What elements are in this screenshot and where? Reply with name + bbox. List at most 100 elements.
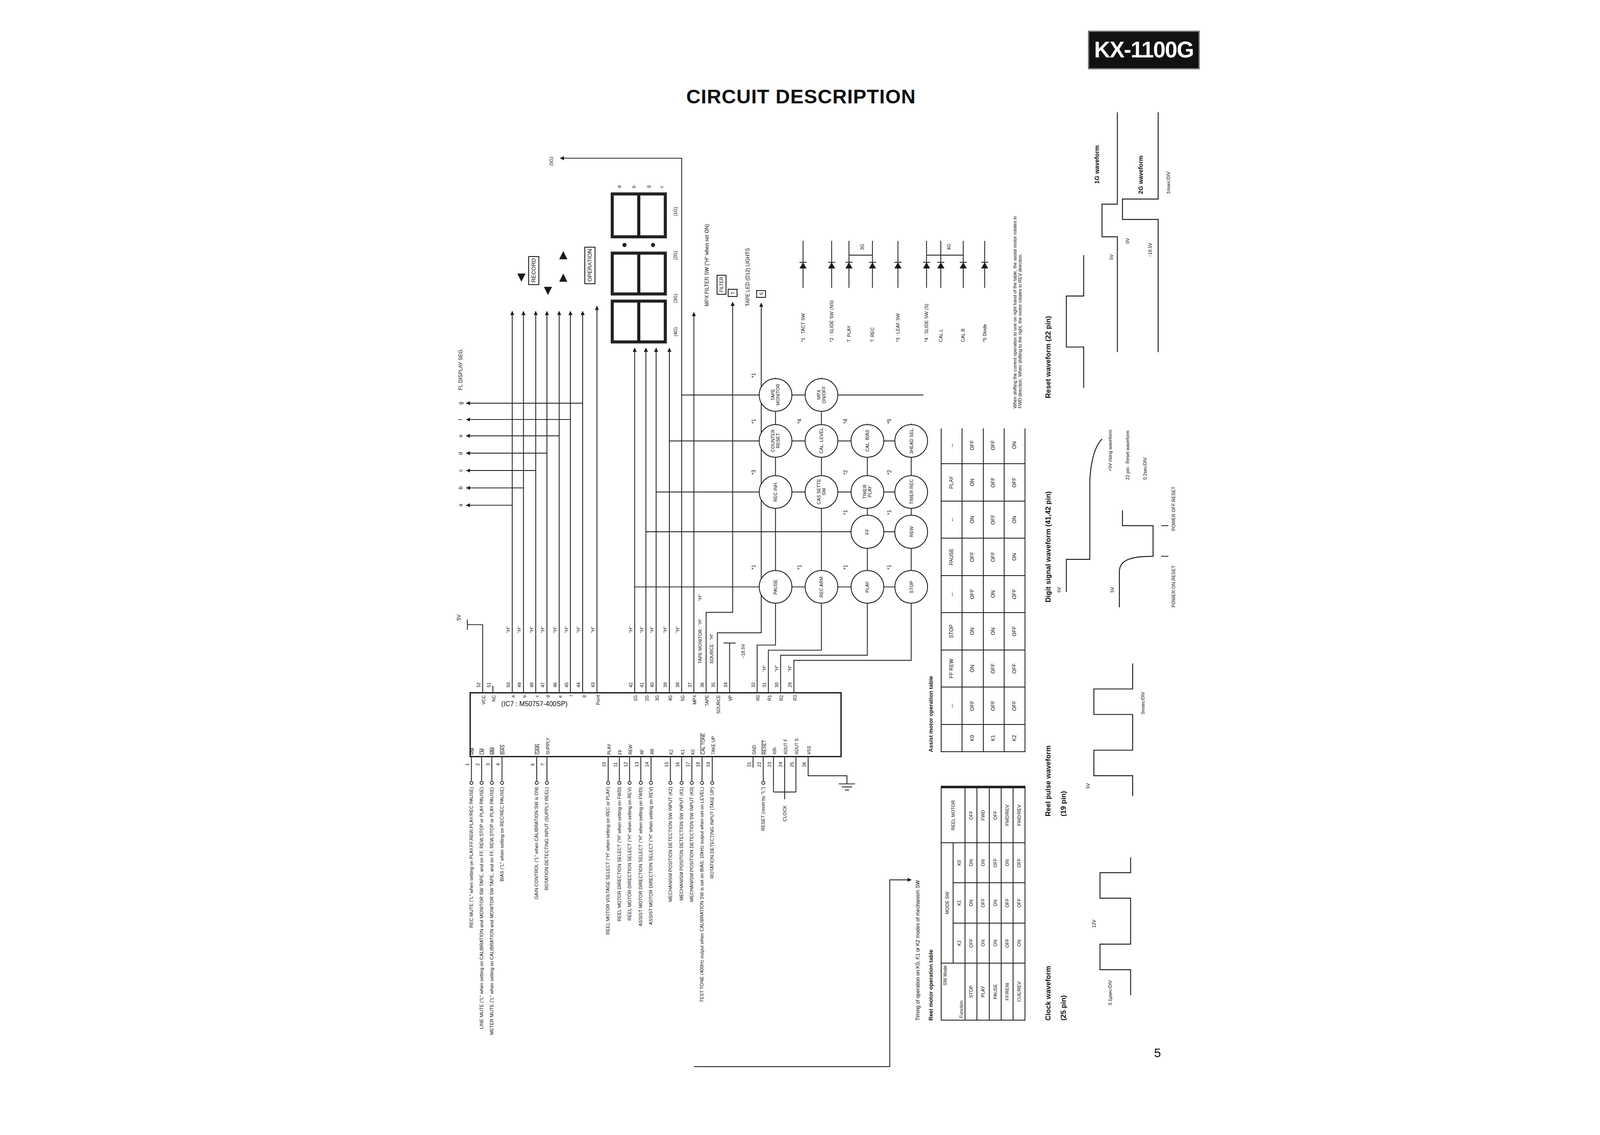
grid-label: (5G) bbox=[548, 156, 554, 167]
waveform-label: 0.2sec/DIV bbox=[1142, 457, 1148, 480]
waveform-label: 5V bbox=[1085, 782, 1091, 789]
wire bbox=[773, 757, 775, 792]
table-cell: ON bbox=[990, 590, 997, 598]
pin-number: 41 bbox=[639, 682, 645, 688]
table-cell: OFF bbox=[969, 589, 976, 600]
table-cell-box: OFF bbox=[1001, 883, 1013, 923]
waveform-label: 5msec/DIV bbox=[1140, 691, 1146, 715]
wire bbox=[569, 311, 571, 692]
table-cell: SW Mode bbox=[942, 965, 948, 1018]
segment-letter: a bbox=[458, 503, 465, 507]
indicator-triangle bbox=[559, 273, 568, 282]
display-digit bbox=[612, 193, 666, 237]
pin-terminal bbox=[469, 781, 473, 785]
reset-waveform bbox=[1066, 255, 1084, 388]
switch-circle: TIMER PLAY bbox=[850, 475, 885, 509]
table-cell: FF REW bbox=[948, 658, 955, 679]
wire bbox=[784, 757, 786, 792]
table-cell: ON bbox=[980, 859, 986, 866]
pin-name: R2 bbox=[779, 694, 785, 701]
switch-name: REC INH. bbox=[772, 478, 778, 505]
pin-name: REW bbox=[628, 744, 634, 755]
switch-circle: PAUSE bbox=[758, 569, 793, 604]
switch-name: CAS SETTE SW bbox=[816, 478, 827, 505]
switch-circle: 3HEAD SEL. bbox=[894, 424, 929, 458]
waveform-label: +5V rising waveform bbox=[1107, 420, 1113, 472]
table-cell: ON bbox=[969, 515, 976, 524]
waveform-label: 0.1μsec/DIV bbox=[1107, 979, 1113, 1005]
table-cell: OFF bbox=[992, 858, 998, 868]
wire bbox=[634, 347, 635, 692]
diode-symbol bbox=[894, 261, 902, 263]
wire bbox=[491, 757, 493, 781]
wire bbox=[466, 435, 559, 437]
table-cell-box: OFF bbox=[965, 923, 977, 963]
indicator-box: S bbox=[756, 290, 766, 298]
legend-text: *3 : LEAF SW bbox=[895, 313, 901, 342]
signal-level: "H" bbox=[505, 626, 511, 633]
pin-function: REC MUTE ("L" when setting on PLAY,FF,RE… bbox=[468, 786, 475, 928]
pin-number: 22 bbox=[756, 761, 762, 767]
pin-number: 40 bbox=[649, 682, 655, 688]
table-cell-box: K1 bbox=[983, 724, 1004, 752]
data-table: SW ModeFunctionMODE SWREEL MOTORK2K1K0ST… bbox=[940, 785, 1026, 1021]
waveform-label: −18.5V bbox=[1147, 242, 1153, 257]
waveform-label: Digit signal waveform (41,42 pin) bbox=[1044, 490, 1053, 602]
table-cell: ON bbox=[1011, 441, 1018, 450]
pin-number: 24 bbox=[777, 761, 783, 767]
pin-number: 29 bbox=[787, 682, 793, 688]
switch-name: COUNTER RESET bbox=[770, 427, 781, 454]
legend-text: *4 : SLIDE SW (S) bbox=[923, 303, 930, 342]
wire bbox=[492, 685, 494, 692]
signal-level: "H" bbox=[563, 626, 570, 633]
pin-function: RESET (reset by "L") bbox=[760, 786, 766, 831]
pin-function: ROTATION DETECTING INPUT (SUPPLY REEL) bbox=[543, 786, 550, 891]
table-cell-box: K0 bbox=[962, 724, 983, 752]
pin-number: 12 bbox=[623, 761, 629, 767]
pin-number: 50 bbox=[505, 682, 511, 688]
table-cell-box: K0 bbox=[953, 842, 965, 883]
pin-function: REEL MOTOR VOLTAGE SELECT ("H" when sett… bbox=[605, 786, 611, 934]
indicator-text: S bbox=[758, 292, 764, 296]
switch-name: 3HEAD SEL. bbox=[908, 427, 914, 454]
reset-waveform bbox=[1119, 510, 1154, 608]
wire bbox=[511, 311, 513, 692]
wire bbox=[466, 469, 536, 471]
segment-letter: d bbox=[458, 451, 465, 455]
switch-circle: REC ARM bbox=[804, 569, 839, 604]
pin-number: 16 bbox=[674, 761, 681, 767]
wire bbox=[669, 440, 924, 442]
pin-name: RESET bbox=[762, 739, 768, 755]
pin-number: 31 bbox=[761, 682, 767, 688]
table-cell-box: STOP bbox=[965, 963, 977, 1020]
wire bbox=[523, 311, 524, 692]
legend-text: 4G bbox=[946, 243, 952, 251]
wire bbox=[467, 624, 483, 692]
pin-name: 2G bbox=[644, 695, 650, 702]
wire bbox=[794, 423, 912, 692]
pin-terminal bbox=[700, 781, 704, 785]
pin-function: MECHANISM POSITION DETECTION SW INPUT (K… bbox=[667, 786, 674, 902]
pin-name: MM bbox=[490, 746, 496, 755]
pin-name: R1 bbox=[767, 694, 773, 701]
switch-mark: *1 bbox=[751, 418, 758, 424]
pin-name: K0 bbox=[690, 748, 696, 755]
pin-number: 1 bbox=[464, 762, 470, 766]
waveform-label: 5V bbox=[1108, 254, 1114, 260]
table-cell: OFF bbox=[1011, 589, 1018, 600]
ground-symbol bbox=[838, 783, 855, 785]
pin-terminal bbox=[710, 781, 714, 785]
segment-letter: e bbox=[458, 434, 465, 438]
grid-label: (3G) bbox=[672, 293, 678, 303]
signal-level: −18.5V bbox=[740, 643, 746, 658]
pin-number: 36 bbox=[699, 682, 705, 688]
pin-number: 14 bbox=[644, 761, 650, 767]
display-digit bbox=[612, 253, 666, 294]
switch-mark: *4 bbox=[797, 418, 803, 424]
switch-circle: MPX ON/OFF bbox=[804, 378, 839, 412]
pin-function: ASSIST MOTOR DIRECTION SELECT ("H" when … bbox=[648, 786, 654, 925]
switch-circle: REW bbox=[894, 514, 929, 549]
pin-number: 52 bbox=[475, 682, 482, 688]
table-cell: STOP bbox=[968, 985, 974, 998]
pin-name: GND bbox=[751, 744, 758, 755]
